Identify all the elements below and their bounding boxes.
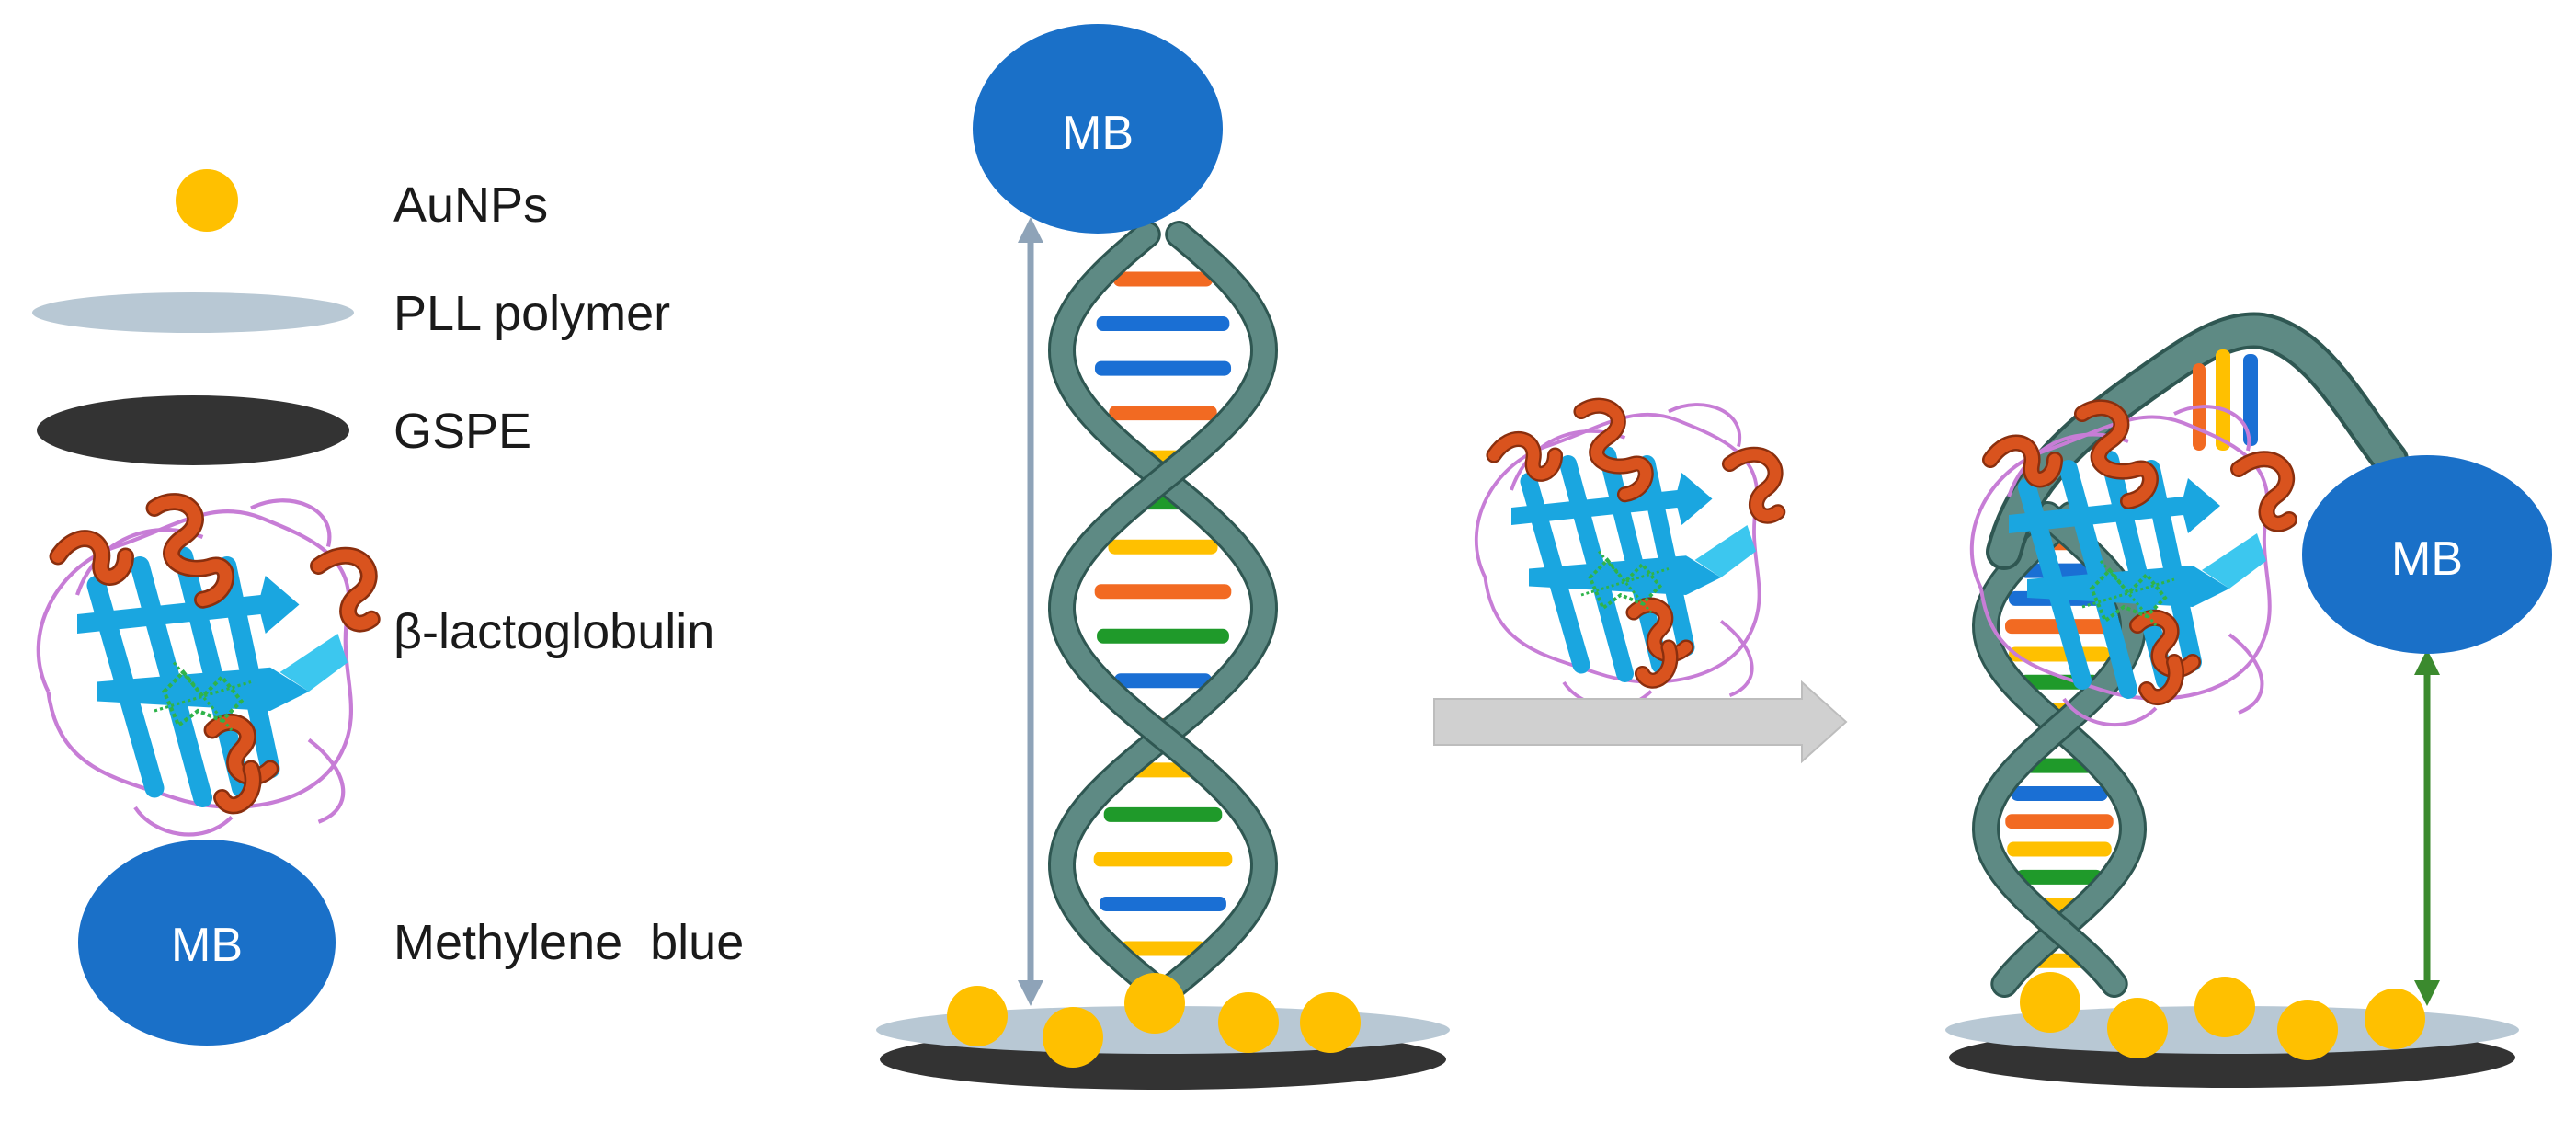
- dna-base: [1103, 806, 1223, 822]
- legend-icon-aunp: [176, 169, 238, 232]
- protein-loop: [250, 498, 332, 548]
- dna-base: [1113, 673, 1213, 689]
- right-aunp: [2194, 977, 2255, 1037]
- protein-alpha-helix: [1984, 437, 2061, 486]
- dna-base: [2015, 869, 2103, 885]
- free-beta-lactoglobulin: [1475, 397, 1786, 709]
- protein-loop: [2228, 633, 2264, 715]
- protein-alpha-helix: [2140, 656, 2183, 703]
- legend-label-methylene-blue: Methylene blue: [393, 915, 745, 970]
- right-aunp: [2020, 972, 2080, 1033]
- dna-base: [2243, 354, 2258, 446]
- dna-base: [2011, 785, 2108, 801]
- dna-base: [2216, 349, 2230, 451]
- dna-base: [1109, 406, 1217, 421]
- dna-base: [2007, 841, 2112, 857]
- legend-icon-pll-polymer: [32, 292, 354, 333]
- protein-beta-sheet: [77, 576, 300, 634]
- dna-backbone: [1050, 223, 1276, 1001]
- right-aunp: [2277, 1000, 2338, 1060]
- legend-label-pll-polymer: PLL polymer: [393, 286, 671, 341]
- protein-loop: [307, 738, 346, 824]
- dna-base: [1096, 316, 1230, 332]
- dna-base: [1097, 628, 1229, 644]
- protein-loop: [1719, 619, 1754, 698]
- dna-base: [1094, 584, 1232, 600]
- protein-beta-sheet: [279, 634, 348, 692]
- protein-alpha-helix: [2232, 452, 2296, 531]
- protein-beta-sheet: [2027, 566, 2229, 607]
- legend-icon-beta-lactoglobulin: [36, 493, 381, 837]
- left-aunp: [1043, 1007, 1103, 1068]
- legend-icon-methylene-blue: MB: [78, 840, 336, 1046]
- dna-base: [1108, 539, 1218, 555]
- protein-loop: [2062, 697, 2158, 727]
- protein-loop: [2173, 405, 2251, 452]
- protein-loop: [133, 806, 234, 837]
- protein-alpha-helix: [312, 549, 379, 630]
- protein-loop: [1668, 403, 1742, 447]
- dna-backbone-edge: [1047, 221, 1279, 1004]
- legend-mb-label: MB: [171, 919, 243, 972]
- legend-label-gspe: GSPE: [393, 404, 532, 459]
- dna-backbone: [1050, 223, 1276, 1001]
- dna-base: [1112, 271, 1214, 287]
- bound-beta-lactoglobulin: [1969, 399, 2297, 727]
- protein-alpha-helix: [1575, 400, 1652, 500]
- dna-base: [1100, 896, 1226, 911]
- left-mb-tag: MB: [973, 24, 1223, 234]
- protein-alpha-helix: [215, 762, 259, 812]
- right-mb-label: MB: [2391, 532, 2463, 586]
- dna-base: [1093, 852, 1233, 867]
- process-arrow: [1433, 680, 1848, 764]
- dna-base: [1094, 360, 1232, 376]
- legend-label-aunps: AuNPs: [393, 177, 549, 233]
- left-aunp: [1300, 992, 1361, 1053]
- right-sensor: MB: [1945, 312, 2552, 1088]
- left-sensor: MB: [876, 24, 1450, 1090]
- protein-beta-sheet: [1694, 525, 1756, 577]
- protein-beta-sheet: [1511, 473, 1713, 525]
- protein-beta-sheet: [1529, 555, 1721, 595]
- protein-beta-sheet: [97, 667, 310, 711]
- right-mb-tag: MB: [2302, 455, 2552, 654]
- protein-alpha-helix: [148, 495, 233, 607]
- protein-alpha-helix: [1487, 433, 1561, 480]
- protein-beta-sheet: [2009, 478, 2220, 533]
- protein-alpha-helix: [1724, 449, 1784, 522]
- left-aunp: [947, 986, 1008, 1046]
- left-aptamer-helix: [1047, 221, 1279, 1004]
- legend-label-beta-lactoglobulin: β-lactoglobulin: [393, 604, 715, 659]
- dna-base: [2005, 814, 2114, 829]
- protein-alpha-helix: [51, 532, 132, 584]
- dna-base: [1120, 941, 1206, 956]
- dna-backbone-edge: [1047, 221, 1279, 1004]
- left-aunp: [1218, 992, 1279, 1053]
- right-aunp-row: [2020, 972, 2425, 1060]
- protein-beta-sheet: [2202, 533, 2266, 589]
- dna-backbone: [1974, 504, 2145, 995]
- left-mb-label: MB: [1062, 107, 1134, 160]
- right-aunp: [2365, 989, 2425, 1049]
- left-aunp: [1124, 973, 1185, 1034]
- legend-icon-gspe: [37, 395, 349, 465]
- protein-alpha-helix: [2076, 402, 2157, 508]
- protein-alpha-helix: [1636, 641, 1676, 687]
- left-aunp-row: [947, 973, 1361, 1068]
- right-aunp: [2107, 998, 2168, 1058]
